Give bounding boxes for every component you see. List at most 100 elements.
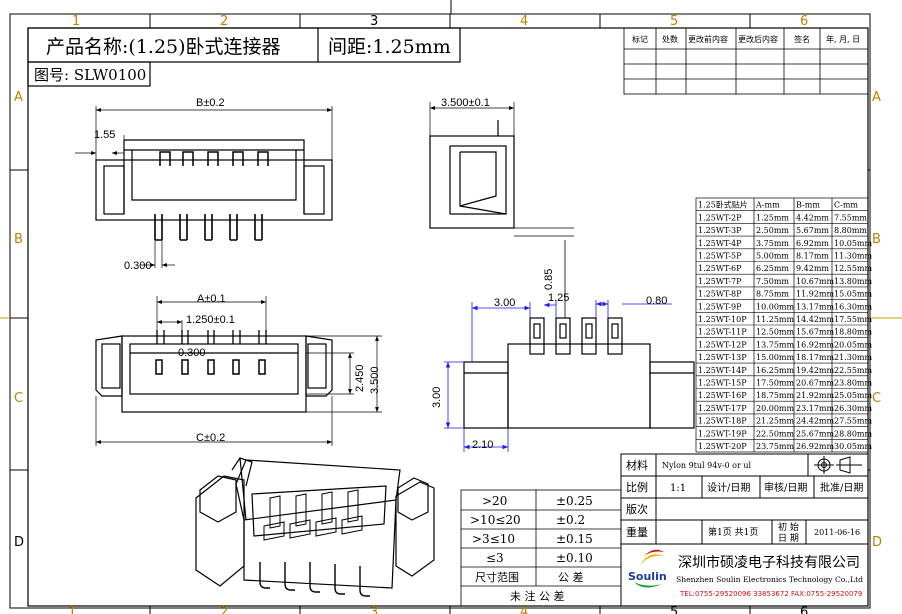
material-value: Nylon 9tul 94v-0 or ul (662, 461, 752, 470)
spec-cell: 26.30mm (834, 404, 872, 413)
tol-range-3: >3≤10 (472, 532, 515, 546)
spec-header-cell: A-mm (755, 201, 780, 210)
revision-table (623, 27, 869, 95)
ratio-value: 1:1 (670, 483, 686, 494)
rev-header-date: 年, 月, 日 (826, 34, 860, 44)
spec-cell: 9.42mm (796, 264, 829, 273)
spec-cell: 21.30mm (834, 353, 872, 362)
spec-cell: 18.80mm (834, 328, 872, 337)
spec-cell: 5.00mm (756, 252, 789, 261)
zone-col-3-bottom: 3 (370, 605, 378, 614)
spec-cell: 1.25WT-16P (698, 391, 747, 400)
company-contact: TEL:0755-29520096 33853672 FAX:0755-2952… (679, 590, 862, 598)
tol-range-1: >20 (482, 494, 507, 508)
spec-cell: 20.05mm (834, 340, 872, 349)
tol-footer-range: 尺寸范围 (475, 570, 519, 584)
zone-col-1-bottom: 1 (68, 605, 76, 614)
spec-cell: 8.17mm (796, 252, 829, 261)
spec-cell: 4.42mm (796, 213, 829, 222)
spec-cell: 16.30mm (834, 302, 872, 311)
rev-header-mark: 标记 (632, 34, 648, 44)
zone-row-c-left: C (14, 391, 23, 406)
spec-cell: 13.17mm (796, 302, 834, 311)
dim-3-5-side: 3.500±0.1 (441, 97, 490, 109)
approve-date: 批准/日期 (820, 481, 863, 494)
product-name: 产品名称:(1.25)卧式连接器 (46, 36, 281, 58)
tol-value-2: ±0.2 (556, 513, 585, 527)
title-box (27, 27, 461, 63)
company-name-en: Shenzhen Soulin Electronics Technology C… (676, 575, 863, 584)
zone-row-a-right: A (872, 90, 881, 105)
spec-cell: 1.25WT-3P (698, 226, 742, 235)
spec-cell: 1.25WT-12P (698, 340, 747, 349)
spec-cell: 3.75mm (756, 239, 789, 248)
zone-row-b-left: B (14, 232, 23, 247)
first-date-label-2: 日 期 (778, 533, 799, 544)
spec-cell: 1.25WT-17P (698, 404, 747, 413)
spec-cell: 15.00mm (756, 353, 794, 362)
spec-cell: 17.50mm (756, 379, 794, 388)
spec-cell: 1.25WT-15P (698, 379, 747, 388)
spec-cell: 14.42mm (796, 315, 834, 324)
spec-cell: 1.25WT-20P (698, 442, 747, 451)
tol-range-2: >10≤20 (470, 513, 521, 527)
zone-col-1-top: 1 (72, 14, 80, 29)
spec-cell: 30.05mm (834, 442, 872, 451)
spec-cell: 1.25WT-18P (698, 417, 747, 426)
spec-cell: 12.50mm (756, 328, 794, 337)
version-label: 版次 (626, 502, 648, 516)
zone-col-6-bottom: 6 (800, 605, 808, 614)
weight-label: 重量 (626, 525, 648, 539)
spec-cell: 11.30mm (834, 252, 872, 261)
spec-cell: 5.67mm (796, 226, 829, 235)
spec-cell: 18.75mm (756, 391, 794, 400)
front-view-drawing (95, 330, 333, 413)
spec-cell: 1.25WT-14P (698, 366, 747, 375)
logo-text: Soulin (628, 570, 667, 583)
dim-0-30-top: 0.300 (124, 260, 152, 272)
spec-cell: 6.25mm (756, 264, 789, 273)
spec-cell: 16.92mm (796, 340, 834, 349)
page-info: 第1页 共1页 (708, 526, 758, 538)
rev-header-before: 更改前内容 (688, 34, 728, 44)
zone-col-2-bottom: 2 (220, 605, 228, 614)
spec-cell: 1.25WT-11P (698, 328, 747, 337)
projection-symbol-icon (814, 456, 862, 474)
spec-cell: 25.05mm (834, 391, 872, 400)
spec-cell: 1.25WT-7P (698, 277, 742, 286)
zone-row-d-right: D (872, 535, 882, 550)
dim-pcb-0-85: 0.85 (543, 269, 555, 290)
zone-col-4-top: 4 (520, 14, 528, 29)
spec-header-cell: 1.25卧式贴片 (698, 200, 748, 210)
ratio-label: 比例 (626, 480, 648, 494)
dim-3-5-front: 3.500 (369, 366, 381, 394)
dim-2-45: 2.450 (354, 364, 366, 392)
rev-header-count: 处数 (662, 34, 678, 44)
first-date-label-1: 初 始 (778, 521, 799, 533)
tol-note: 未 注 公 差 (510, 589, 565, 603)
spec-cell: 28.80mm (834, 429, 872, 438)
spec-cell: 18.17mm (796, 353, 834, 362)
spec-cell: 11.25mm (756, 315, 794, 324)
dim-0-30-front: 0.300 (178, 347, 206, 359)
spec-cell: 11.92mm (796, 290, 834, 299)
pitch-label: 间距:1.25mm (328, 36, 451, 58)
company-name-cn: 深圳市硕凌电子科技有限公司 (678, 554, 860, 571)
tol-value-3: ±0.15 (556, 532, 593, 546)
sheet-border (9, 13, 871, 609)
spec-header-cell: C-mm (834, 201, 858, 210)
spec-cell: 23.75mm (756, 442, 794, 451)
dim-pcb-0-80: 0.80 (646, 295, 667, 307)
tol-value-1: ±0.25 (556, 494, 593, 508)
spec-cell: 22.55mm (834, 366, 872, 375)
dim-a: A±0.1 (197, 293, 226, 305)
dim-pcb-3-00: 3.00 (494, 297, 515, 309)
spec-cell: 8.75mm (756, 290, 789, 299)
zone-col-2-top: 2 (220, 14, 228, 29)
top-view-drawing (95, 139, 333, 241)
side-view-drawing (429, 120, 574, 237)
spec-cell: 25.67mm (796, 429, 834, 438)
issue-date: 2011-06-16 (814, 528, 860, 537)
spec-cell: 10.05mm (834, 239, 872, 248)
spec-cell: 2.50mm (756, 226, 789, 235)
